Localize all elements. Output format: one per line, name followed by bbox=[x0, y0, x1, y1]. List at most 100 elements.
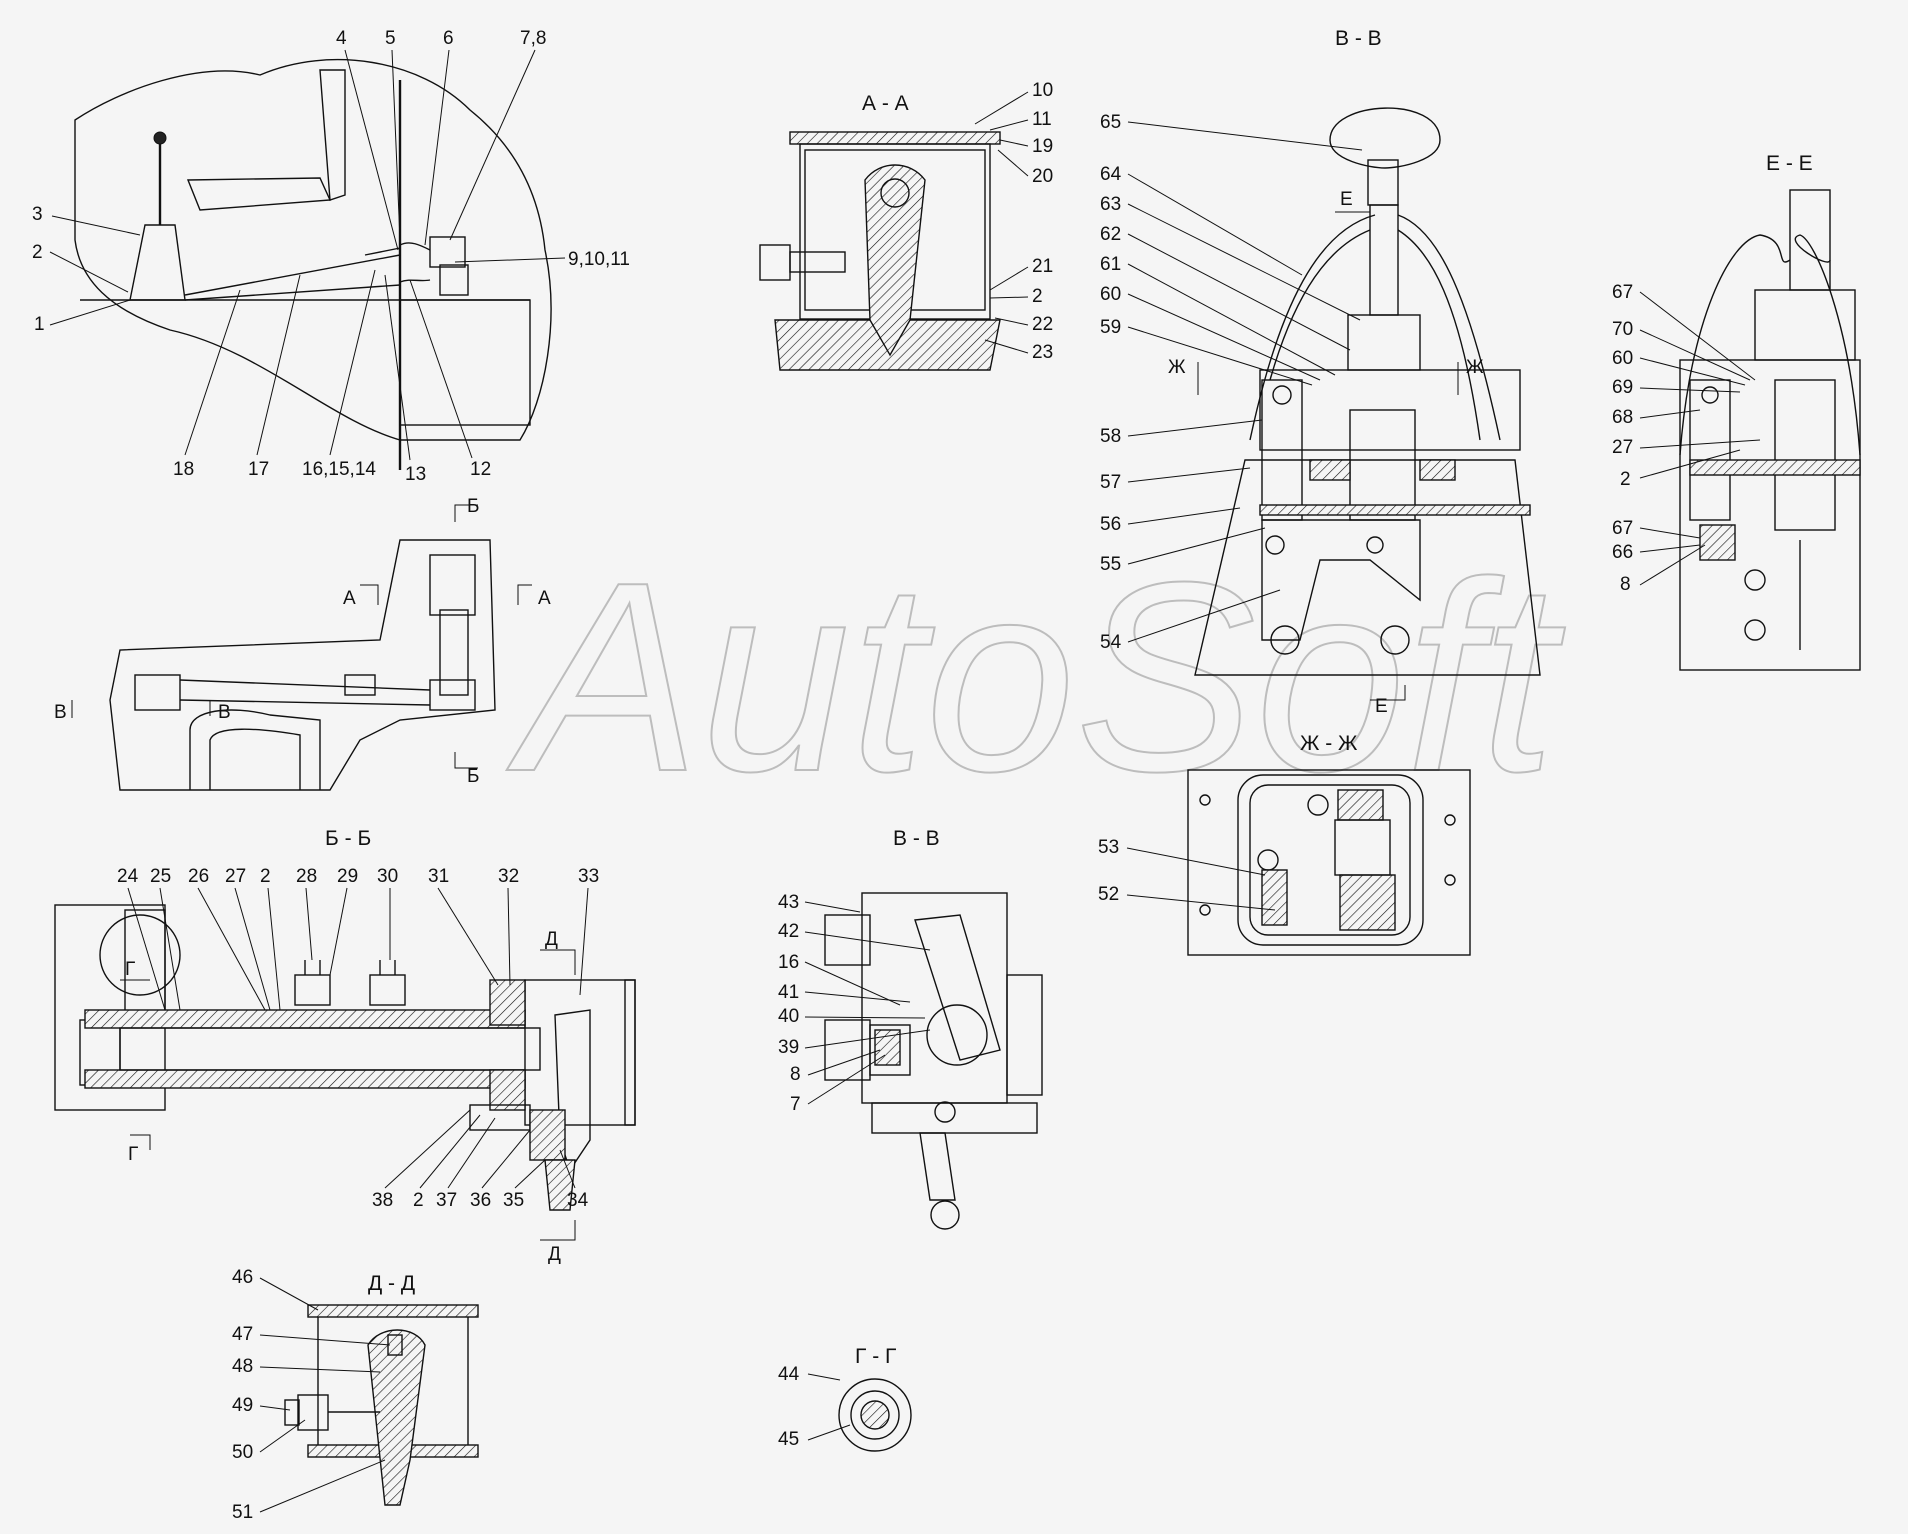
callout-label: Ж bbox=[1466, 357, 1484, 378]
callout-label: Б bbox=[467, 766, 479, 787]
callout-label: 11 bbox=[1032, 109, 1052, 130]
section-ee: Е - Е 67 70 60 69 68 27 2 67 66 8 bbox=[1612, 152, 1861, 671]
callout-label: 21 bbox=[1032, 256, 1053, 277]
callout-label: 2 bbox=[32, 242, 43, 263]
callout-label: 51 bbox=[232, 1502, 253, 1523]
callout-label: 30 bbox=[377, 866, 398, 887]
callout-label: 27 bbox=[1612, 437, 1633, 458]
callout-label: 3 bbox=[32, 204, 43, 225]
callout-label: 26 bbox=[188, 866, 209, 887]
callout-label: 42 bbox=[778, 921, 799, 942]
callout-label: 4 bbox=[336, 28, 347, 49]
callout-label: 46 bbox=[232, 1267, 253, 1288]
callout-label: 27 bbox=[225, 866, 246, 887]
callout-label: 20 bbox=[1032, 166, 1053, 187]
callout-label: 31 bbox=[428, 866, 449, 887]
section-title: А - А bbox=[862, 92, 909, 115]
callout-label: 2 bbox=[1620, 469, 1631, 490]
callout-label: 49 bbox=[232, 1395, 253, 1416]
section-dd: Д - Д 46 47 48 49 50 51 bbox=[232, 1267, 479, 1523]
callout-label: 29 bbox=[337, 866, 358, 887]
callout-label: 8 bbox=[790, 1064, 801, 1085]
callout-label: 41 bbox=[778, 982, 799, 1003]
callout-label: 34 bbox=[567, 1190, 589, 1211]
section-zhzh: Ж - Ж 53 52 bbox=[1098, 732, 1471, 956]
callout-label: 8 bbox=[1620, 574, 1631, 595]
callout-label: Е bbox=[1340, 189, 1353, 210]
callout-label: 58 bbox=[1100, 426, 1121, 447]
callout-label: 60 bbox=[1612, 348, 1633, 369]
overview-callouts: 4 5 6 7,8 3 2 1 9,10,11 18 17 16,15,14 1… bbox=[32, 28, 630, 485]
callout-label: 47 bbox=[232, 1324, 253, 1345]
callout-label: В bbox=[54, 702, 67, 723]
callout-label: 61 bbox=[1100, 254, 1121, 275]
callout-label: 44 bbox=[778, 1364, 800, 1385]
section-vv-middle: В - В 43 42 16 41 40 39 8 7 bbox=[778, 827, 1043, 1230]
section-title: В - В bbox=[893, 827, 940, 850]
callout-label: 39 bbox=[778, 1037, 799, 1058]
callout-label: 32 bbox=[498, 866, 519, 887]
callout-label: 19 bbox=[1032, 136, 1053, 157]
callout-label: 22 bbox=[1032, 314, 1053, 335]
callout-label: 7 bbox=[790, 1094, 801, 1115]
callout-label: 35 bbox=[503, 1190, 524, 1211]
section-title: Г - Г bbox=[855, 1345, 896, 1368]
section-title: Е - Е bbox=[1766, 152, 1813, 175]
callout-label: 50 bbox=[232, 1442, 253, 1463]
callout-label: 70 bbox=[1612, 319, 1633, 340]
callout-label: 16,15,14 bbox=[302, 459, 376, 480]
callout-label: 33 bbox=[578, 866, 599, 887]
callout-label: 25 bbox=[150, 866, 171, 887]
plan-view bbox=[109, 539, 496, 791]
callout-label: 9,10,11 bbox=[568, 249, 630, 270]
callout-label: 69 bbox=[1612, 377, 1633, 398]
callout-label: 36 bbox=[470, 1190, 491, 1211]
callout-label: Г bbox=[128, 1144, 138, 1165]
callout-label: Д bbox=[548, 1244, 561, 1265]
callout-label: 6 bbox=[443, 28, 454, 49]
callout-label: 43 bbox=[778, 892, 799, 913]
callout-label: 13 bbox=[405, 464, 426, 485]
callout-label: 2 bbox=[1032, 286, 1043, 307]
section-bb: Б - Б Г Г Д Д 24 25 26 27 2 28 bbox=[54, 827, 636, 1265]
callout-label: 2 bbox=[260, 866, 271, 887]
watermark: AutoSoft bbox=[503, 527, 1565, 828]
callout-label: 40 bbox=[778, 1006, 799, 1027]
callout-label: 62 bbox=[1100, 224, 1121, 245]
overview-view bbox=[74, 59, 552, 470]
callout-label: 28 bbox=[296, 866, 317, 887]
callout-label: В bbox=[218, 702, 231, 723]
callout-label: Д bbox=[545, 929, 558, 950]
callout-label: 52 bbox=[1098, 884, 1119, 905]
callout-label: 59 bbox=[1100, 317, 1121, 338]
callout-label: 67 bbox=[1612, 518, 1633, 539]
callout-label: Е bbox=[1375, 696, 1388, 717]
callout-label: 7,8 bbox=[520, 28, 546, 49]
callout-label: 55 bbox=[1100, 554, 1121, 575]
callout-label: 56 bbox=[1100, 514, 1121, 535]
callout-label: 10 bbox=[1032, 80, 1053, 101]
callout-label: Ж bbox=[1168, 357, 1186, 378]
callout-label: 23 bbox=[1032, 342, 1053, 363]
callout-label: 60 bbox=[1100, 284, 1121, 305]
section-title: В - В bbox=[1335, 27, 1382, 50]
callout-label: 18 bbox=[173, 459, 194, 480]
callout-label: Б bbox=[467, 496, 479, 517]
callout-label: 66 bbox=[1612, 542, 1633, 563]
callout-label: А bbox=[538, 588, 551, 609]
section-gg: Г - Г 44 45 bbox=[778, 1345, 912, 1452]
callout-label: 37 bbox=[436, 1190, 457, 1211]
callout-label: 68 bbox=[1612, 407, 1633, 428]
callout-label: 53 bbox=[1098, 837, 1119, 858]
callout-label: 2 bbox=[413, 1190, 424, 1211]
callout-label: 65 bbox=[1100, 112, 1121, 133]
section-aa: А - А 10 11 19 20 21 2 22 23 bbox=[759, 80, 1053, 371]
section-title: Д - Д bbox=[368, 1272, 415, 1295]
callout-label: 63 bbox=[1100, 194, 1121, 215]
callout-label: 17 bbox=[248, 459, 269, 480]
callout-label: 45 bbox=[778, 1429, 799, 1450]
callout-label: 5 bbox=[385, 28, 396, 49]
callout-label: 24 bbox=[117, 866, 139, 887]
callout-label: 16 bbox=[778, 952, 799, 973]
